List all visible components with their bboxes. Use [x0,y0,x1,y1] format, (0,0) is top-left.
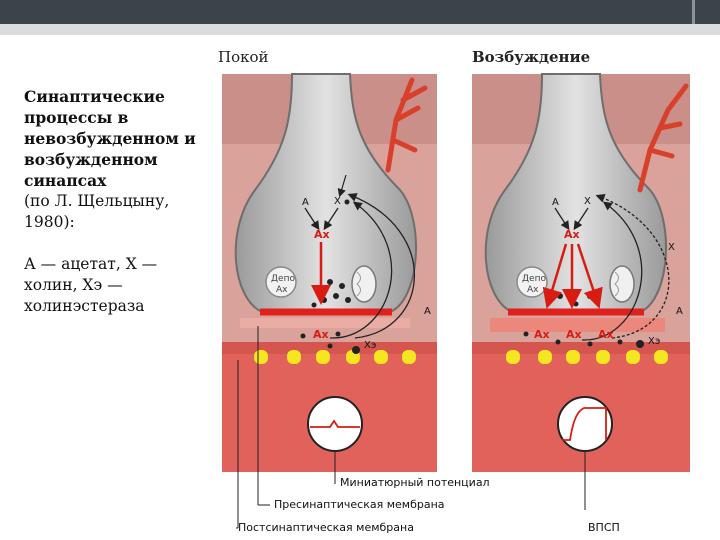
label-ax-cleft-2: Ах [566,328,582,341]
nerve-fiber-right [637,83,689,193]
label-postsynaptic-membrane: Постсинаптическая мембрана [238,521,414,534]
label-ax-cleft: Ах [313,328,329,341]
cholinesterase-right [636,340,644,348]
slide-caption: Синаптические процессы в невозбужденном … [24,86,202,317]
oscilloscope-excitation [557,396,613,452]
label-ax-upper: Ах [314,228,330,241]
slide-top-accent [692,0,695,24]
panel-rest-title: Покой [218,48,269,66]
panel-excitation-title: Возбуждение [472,48,590,66]
vesicle-depot [265,266,297,298]
panel-excitation: Возбуждение Депо Ах Ах А [472,48,690,510]
acetate-recycle-path [329,201,393,339]
vesicle-depot-right [516,266,548,298]
slide-top-bar [0,0,720,24]
mitochondrion [351,265,377,303]
panel-rest: Покой Депо Ах [218,48,437,528]
depot-label-1-right: Депо [522,274,546,284]
label-a-lower: А [424,306,431,317]
label-a-upper: А [302,197,309,208]
depot-label-2: Ах [276,285,288,295]
label-ax-cleft-1: Ах [534,328,550,341]
receptors-excitation [506,350,668,364]
label-x-upper-right: Х [584,196,591,207]
mitochondrion-right [609,265,635,303]
cholinesterase-left [352,346,360,354]
label-epsp: ВПСП [588,521,620,534]
ach-release-arrows [542,243,603,309]
label-presynaptic-membrane: Пресинаптическая мембрана [274,498,445,511]
miniature-potential-trace [310,419,360,428]
nerve-fiber-left [385,77,428,173]
depot-label-1: Депо [271,274,295,284]
label-ax-upper-right: Ах [564,228,580,241]
label-a-lower-right: А [676,306,683,317]
receptors-rest [254,350,416,364]
slide-legend: А — ацетат, Х — холин, Хэ — холинэстераз… [24,255,158,315]
slide-title: Синаптические процессы в невозбужденном … [24,87,196,190]
label-miniature-potential: Миниатюрный потенциал [340,476,490,489]
label-x-upper: Х [334,196,341,207]
label-ax-cleft-3: Ах [598,328,614,341]
slide-top-stripe [0,24,720,35]
label-a-upper-right: А [552,197,559,208]
label-xe-right: Хэ [648,336,660,347]
choline-recycle-path [347,193,415,339]
epsp-trace [562,407,607,441]
label-x-side-right: Х [668,242,675,253]
slide-source: (по Л. Щельцыну, 1980): [24,192,170,231]
label-xe-left: Хэ [364,340,376,351]
depot-label-2-right: Ах [527,285,539,295]
